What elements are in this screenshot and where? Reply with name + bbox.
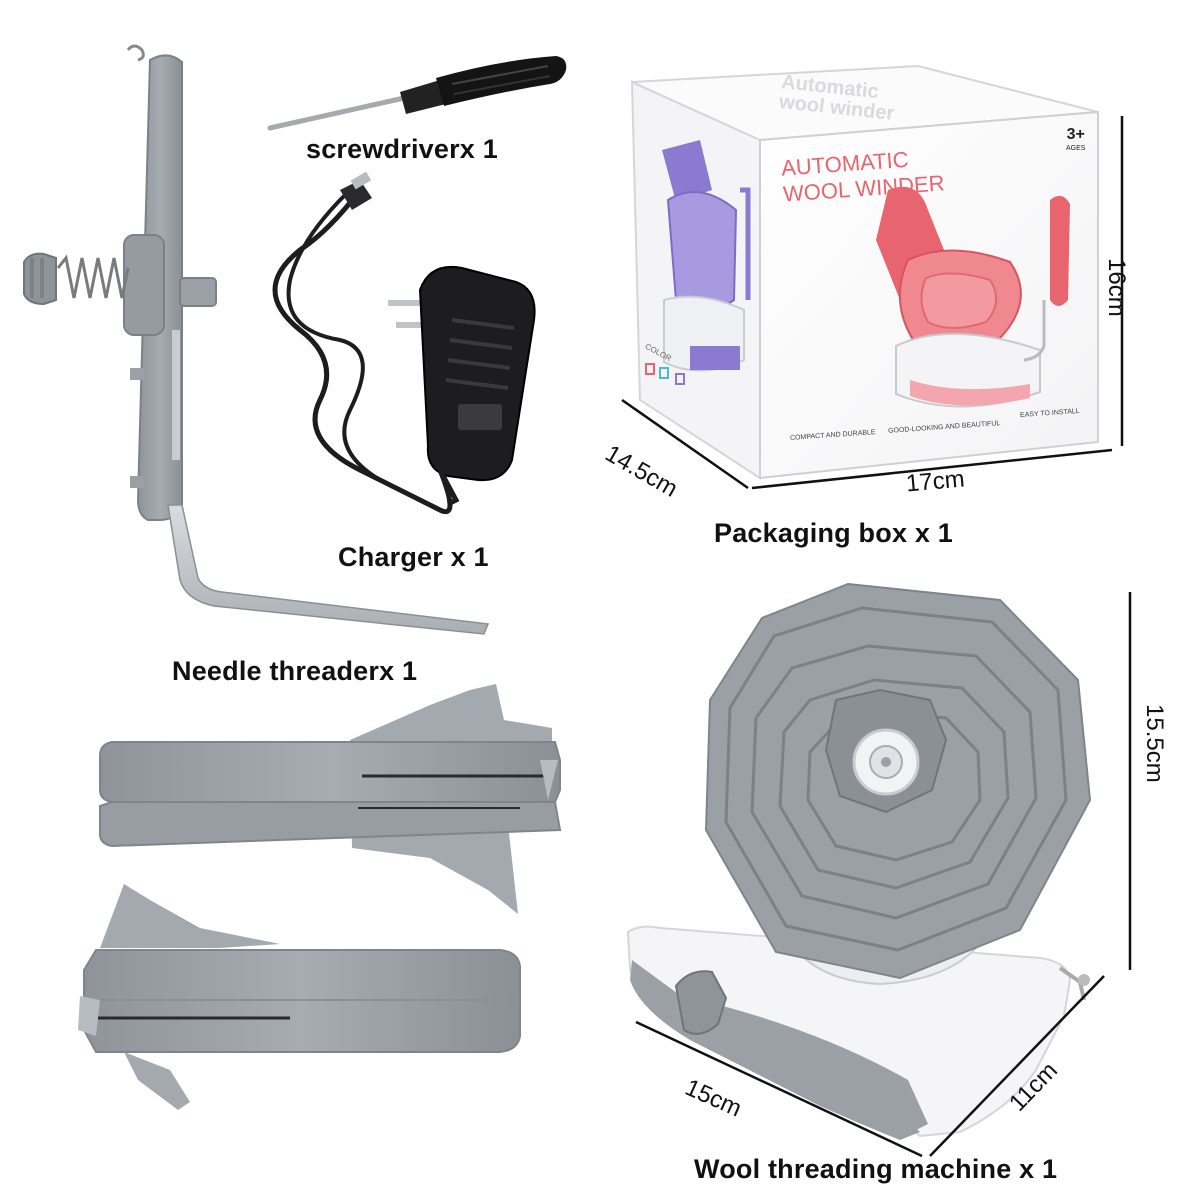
screwdriver-label: screwdriverx 1 <box>306 134 498 164</box>
machine-dimension-lines <box>635 592 1132 1158</box>
needle-threader-label: Needle threaderx 1 <box>172 656 418 686</box>
box-width-label: 17cm <box>904 465 966 498</box>
charger-part <box>272 171 536 514</box>
needle-threader-part <box>23 44 490 635</box>
machine-label: Wool threading machine x 1 <box>694 1154 1058 1184</box>
machine-height-label: 15.5cm <box>1141 704 1168 783</box>
packaging-box <box>630 64 1099 480</box>
screwdriver-part <box>267 56 567 131</box>
box-age-sub: AGES <box>1066 145 1086 152</box>
box-age-badge: 3+ AGES <box>1066 126 1086 156</box>
spindle-halves <box>78 684 562 1110</box>
box-dimension-lines <box>621 116 1124 490</box>
packaging-box-label: Packaging box x 1 <box>714 518 953 548</box>
winder-machine <box>626 582 1092 1140</box>
box-age: 3+ <box>1066 126 1085 143</box>
charger-label: Charger x 1 <box>338 542 489 572</box>
box-height-label: 16cm <box>1103 258 1130 317</box>
